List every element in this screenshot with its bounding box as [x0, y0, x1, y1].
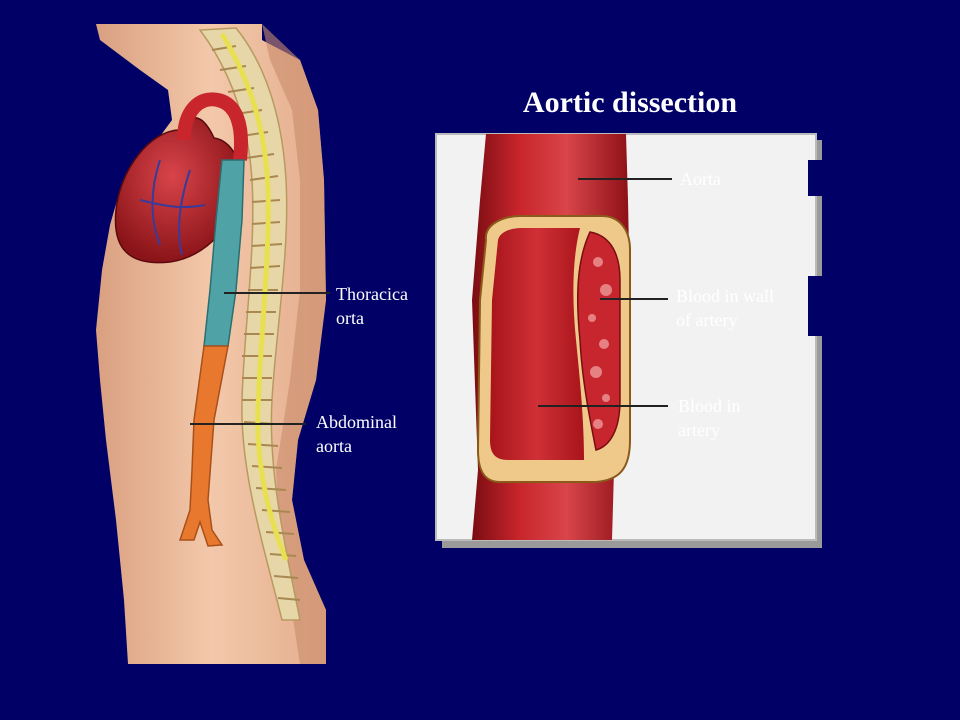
clot-texture — [588, 257, 612, 429]
coronary-vessels — [139, 159, 206, 256]
blood-in-wall-label: Blood in wall of artery — [676, 284, 774, 332]
dissection-panel — [435, 133, 822, 548]
blood-in-artery-label-line2: artery — [678, 420, 720, 440]
aorta-label: Aorta — [680, 169, 721, 189]
thoracic-aorta-label: Thoracica orta — [336, 282, 408, 330]
panel-right-blue-strip — [808, 160, 822, 196]
heart — [114, 117, 242, 264]
true-lumen — [490, 228, 584, 460]
thoracic-aorta-label-line2: orta — [336, 308, 364, 328]
panel-right-blue-strip-2 — [808, 276, 822, 336]
blood-in-artery-label-line1: Blood in — [678, 396, 741, 416]
blood-in-wall-label-line1: Blood in wall — [676, 286, 774, 306]
spinal-cord — [219, 32, 289, 561]
abdominal-aorta-label-line2: aorta — [316, 436, 352, 456]
abdominal-aorta-label: Abdominal aorta — [316, 410, 397, 458]
body-figure — [96, 24, 330, 664]
aortic-arch — [177, 92, 248, 161]
abdominal-aorta — [178, 345, 229, 547]
thoracic-aorta-label-line1: Thoracica — [336, 284, 408, 304]
blood-in-artery-label: Blood in artery — [678, 394, 741, 442]
blood-in-wall-label-line2: of artery — [676, 310, 738, 330]
slide-title: Aortic dissection — [522, 86, 738, 119]
abdominal-aorta-label-line1: Abdominal — [316, 412, 397, 432]
